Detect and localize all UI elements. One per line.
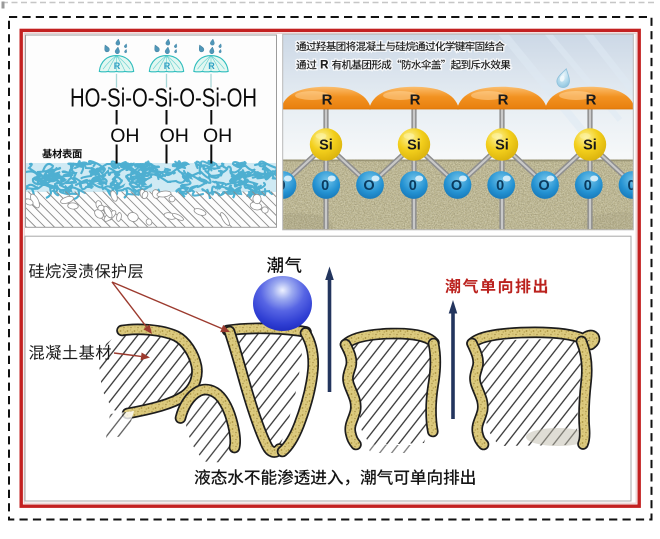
svg-text:R: R [164,61,171,71]
svg-text:O: O [538,178,549,194]
svg-text:0: 0 [627,178,635,194]
svg-text:Si: Si [319,138,333,154]
svg-text:0: 0 [277,178,285,194]
svg-text:0: 0 [409,178,417,194]
svg-text:Si: Si [407,138,421,154]
svg-text:R: R [114,61,121,71]
svg-text:R: R [322,92,333,109]
svg-text:O: O [363,178,374,194]
svg-text:0: 0 [496,178,504,194]
svg-text:0: 0 [584,178,592,194]
svg-text:0: 0 [321,178,329,194]
svg-text:OH: OH [160,125,189,147]
svg-text:R: R [208,61,215,71]
svg-text:Si: Si [495,138,509,154]
svg-text:HO-Si-O-Si-O-Si-OH: HO-Si-O-Si-O-Si-OH [70,85,257,113]
svg-text:OH: OH [203,125,232,147]
svg-text:Si: Si [583,138,597,154]
svg-text:R: R [320,60,329,72]
svg-text:R: R [498,92,509,109]
svg-text:R: R [410,92,421,109]
svg-text:R: R [320,60,329,72]
svg-text:O: O [451,178,462,194]
svg-text:R: R [586,92,597,109]
svg-text:OH: OH [110,125,139,147]
